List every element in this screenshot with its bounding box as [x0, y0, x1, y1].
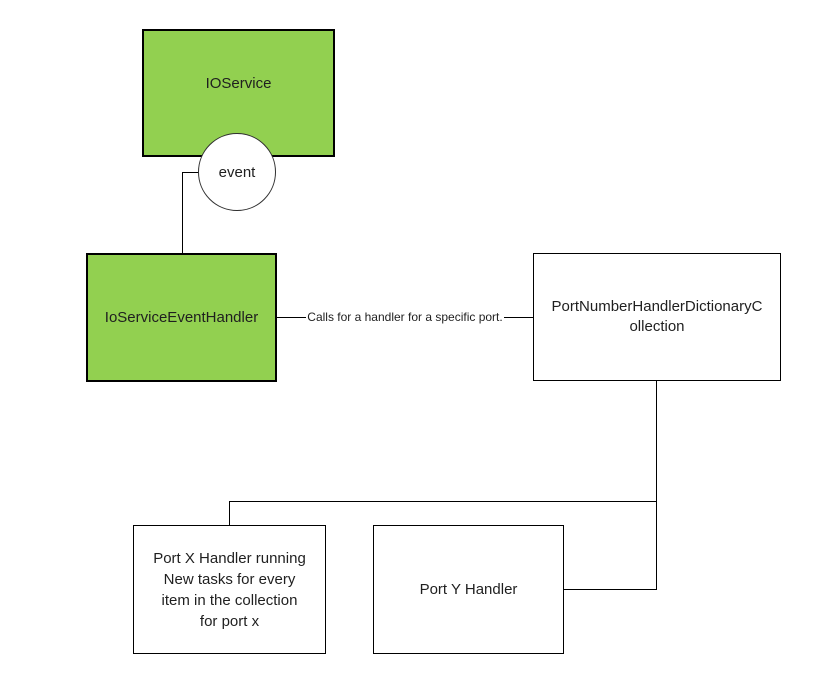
- node-port-y-handler: Port Y Handler: [373, 525, 564, 654]
- node-port-y-handler-label: Port Y Handler: [419, 581, 518, 598]
- node-port-number-handler-dictionary-collection: PortNumberHandlerDictionaryC ollection: [533, 253, 781, 381]
- node-port-x-line1: Port X Handler running: [153, 549, 306, 567]
- node-event-circle: event: [198, 133, 276, 211]
- connector-branch-horizontal: [229, 501, 657, 502]
- connector-to-port-y: [564, 589, 657, 590]
- connector-label-wrap: Calls for a handler for a specific port.: [277, 308, 533, 326]
- connector-event-to-handler: [182, 172, 183, 253]
- node-io-service-label: IOService: [205, 74, 272, 92]
- node-port-x-handler: Port X Handler running New tasks for eve…: [133, 525, 326, 654]
- node-port-x-line2: New tasks for every: [163, 570, 296, 588]
- node-port-x-line3: item in the collection: [161, 591, 298, 609]
- connector-event-to-handler-stub: [182, 172, 202, 173]
- node-port-x-line4: for port x: [199, 612, 260, 630]
- node-port-dictionary-line1: PortNumberHandlerDictionaryC: [551, 298, 763, 315]
- node-event-label: event: [218, 163, 256, 181]
- node-port-dictionary-line2: ollection: [629, 318, 685, 335]
- node-io-service-event-handler-label: IoServiceEventHandler: [104, 309, 259, 326]
- connector-dictionary-down: [656, 381, 657, 590]
- node-io-service-event-handler: IoServiceEventHandler: [86, 253, 277, 382]
- connector-label-calls: Calls for a handler for a specific port.: [306, 310, 504, 324]
- connector-to-port-x: [229, 501, 230, 525]
